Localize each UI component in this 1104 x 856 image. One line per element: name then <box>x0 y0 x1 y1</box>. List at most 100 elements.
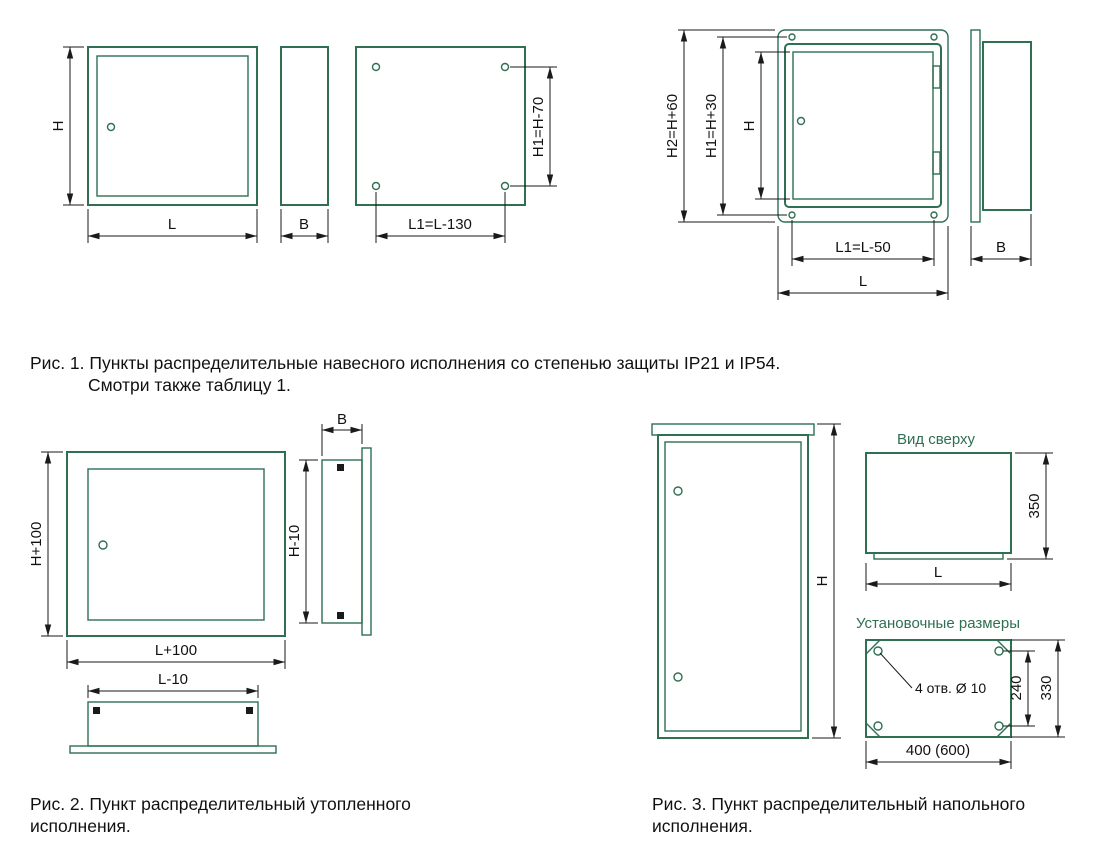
dimension-L10: L-10 <box>87 671 259 698</box>
mounting-flange <box>777 29 949 223</box>
hinge <box>932 65 941 89</box>
frame-outline <box>66 451 286 637</box>
corner-chamfer <box>996 639 1012 655</box>
dimension-label: H <box>814 576 831 587</box>
dimension-H2: H2=H+60 <box>664 29 775 223</box>
dimension-B: B <box>321 411 363 456</box>
dimension-400: 400 (600) <box>865 741 1012 769</box>
front-view <box>651 423 815 739</box>
base-outline <box>865 639 1012 738</box>
mounting-hole <box>500 62 510 72</box>
corner-chamfer <box>865 722 881 738</box>
fig2-caption: Рис. 2. Пункт распределительный утопленн… <box>30 794 411 836</box>
anchor-hole <box>873 646 883 656</box>
flange-hole <box>930 33 938 41</box>
anchor-hole <box>873 721 883 731</box>
dimension-label: H1=H+30 <box>703 94 720 158</box>
door-lip <box>873 552 1004 560</box>
caption-line: Смотри также таблицу 1. <box>88 375 291 395</box>
dimension-label: L <box>934 564 942 581</box>
anchor-hole <box>994 646 1004 656</box>
lock-hole <box>98 540 108 550</box>
dimension-240: 240 <box>1003 650 1035 727</box>
installation-view: Установочные размеры 4 отв. Ø 10 <box>856 615 1020 738</box>
anchor-hole <box>994 721 1004 731</box>
dimension-label: 330 <box>1038 675 1055 700</box>
fig2-flush-mount: H+100 L+100 B H-10 <box>28 411 372 754</box>
caption-line: Рис. 1. Пункты распределительные навесно… <box>30 353 780 373</box>
door-outline <box>792 51 934 200</box>
dimension-label: L-10 <box>158 671 188 688</box>
dimension-label: L+100 <box>155 642 197 659</box>
fig3-caption: Рис. 3. Пункт распределительный напольно… <box>652 794 1025 836</box>
dimension-330: 330 <box>1011 639 1065 738</box>
dimension-label: B <box>996 239 1006 256</box>
dimension-H1: H1=H+30 <box>703 36 787 216</box>
cabinet-outline <box>87 46 258 206</box>
dimension-label: 240 <box>1008 675 1025 700</box>
mounting-lug <box>246 707 253 714</box>
front-view <box>66 451 286 637</box>
mounting-lug <box>337 464 344 471</box>
front-view <box>87 46 258 206</box>
fig3-floor-standing: H Вид сверху 350 L Установочные размеры <box>651 423 1065 769</box>
door-outline <box>664 441 802 732</box>
body-outline <box>865 452 1012 554</box>
dimension-label: L1=L-50 <box>835 239 890 256</box>
body-outline <box>87 701 259 747</box>
bottom-view <box>69 701 277 754</box>
dimension-L1: L1=L-130 <box>375 192 506 243</box>
dimension-H: H <box>812 423 841 739</box>
front-view <box>777 29 949 223</box>
fig1-wall-ip54: H2=H+60 H1=H+30 H L1=L-50 L <box>664 29 1032 300</box>
mounting-hole <box>371 62 381 72</box>
side-view <box>970 29 1032 223</box>
flange-hole <box>788 211 796 219</box>
body-outline <box>321 459 363 624</box>
mounting-lug <box>93 707 100 714</box>
dimension-H10: H-10 <box>286 459 318 624</box>
dimension-label: L <box>168 216 176 233</box>
door-outline <box>96 55 249 197</box>
lock-hole <box>106 122 116 132</box>
lock-hole <box>673 672 683 682</box>
leader-line <box>879 652 913 689</box>
dimension-label: H-10 <box>286 525 303 558</box>
dimension-350: 350 <box>1007 452 1053 560</box>
dimension-label: L1=L-130 <box>408 216 472 233</box>
dimension-label: H2=H+60 <box>664 94 681 158</box>
fig1-caption: Рис. 1. Пункты распределительные навесно… <box>30 353 780 395</box>
dimension-H100: H+100 <box>28 451 63 637</box>
view-label: Установочные размеры <box>856 615 1020 632</box>
mounting-hole <box>371 181 381 191</box>
side-outline <box>280 46 329 206</box>
rear-outline <box>355 46 526 206</box>
dimension-label: 400 (600) <box>906 742 970 759</box>
flange-hole <box>930 211 938 219</box>
dimension-B: B <box>970 214 1032 266</box>
dimension-H: H <box>50 46 84 206</box>
cabinet-outline <box>657 434 809 739</box>
holes-label: 4 отв. Ø 10 <box>915 680 986 696</box>
flange-hole <box>788 33 796 41</box>
dimension-label: H <box>50 121 67 132</box>
side-view <box>280 46 329 206</box>
dimension-H: H <box>741 51 790 200</box>
dimension-label: 350 <box>1026 493 1043 518</box>
corner-chamfer <box>865 639 881 655</box>
dimension-label: B <box>337 411 347 428</box>
side-view <box>321 447 372 636</box>
lock-hole <box>673 486 683 496</box>
dimension-label: H <box>741 121 758 132</box>
mounting-hole <box>500 181 510 191</box>
cabinet-outline <box>784 43 942 208</box>
dimension-label: L <box>859 273 867 290</box>
side-outline <box>982 41 1032 211</box>
view-label: Вид сверху <box>897 431 976 448</box>
top-view: Вид сверху <box>865 431 1012 560</box>
mounting-lug <box>337 612 344 619</box>
caption-line: Рис. 2. Пункт распределительный утопленн… <box>30 794 411 814</box>
dimension-B: B <box>280 209 329 243</box>
fig1-wall-ip21: H L B H1=H-70 <box>50 46 557 243</box>
